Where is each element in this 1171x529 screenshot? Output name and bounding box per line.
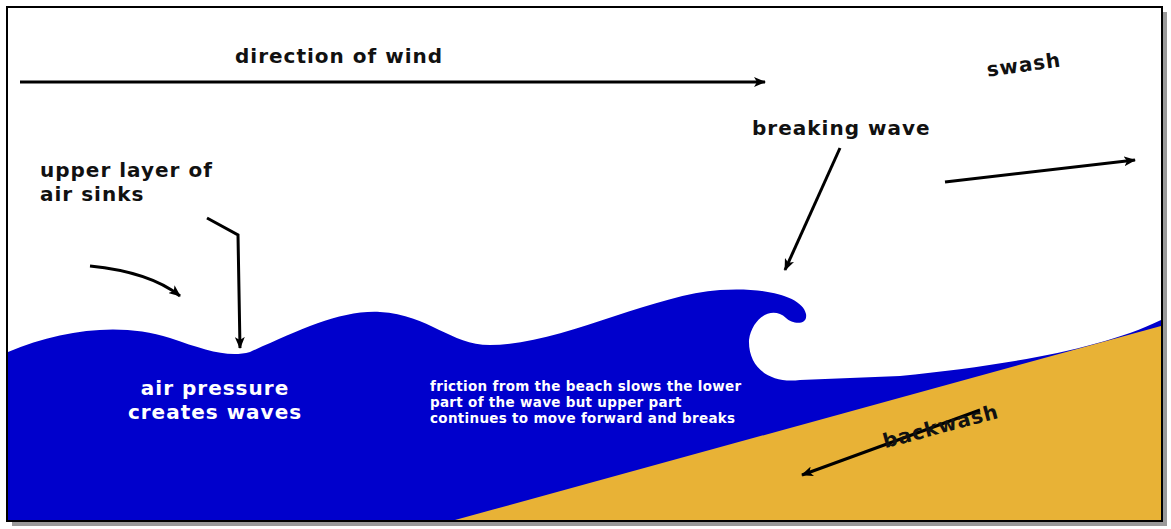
- breaking-wave-pointer: [785, 148, 840, 270]
- air-arrow: [90, 266, 180, 296]
- frame: [7, 7, 1162, 521]
- wave-label: breaking wave: [752, 116, 972, 140]
- wave-cause-text: air pressure creates waves: [100, 376, 330, 424]
- wind-arrow: [20, 81, 765, 84]
- friction-note: friction from the beach slows the lower …: [430, 378, 745, 427]
- swash-arrow: [945, 160, 1135, 182]
- air-arrow: [207, 218, 240, 348]
- wind-label: direction of wind: [235, 44, 655, 68]
- air-label: upper layer of air sinks: [40, 158, 220, 206]
- sea-water: [8, 289, 1161, 520]
